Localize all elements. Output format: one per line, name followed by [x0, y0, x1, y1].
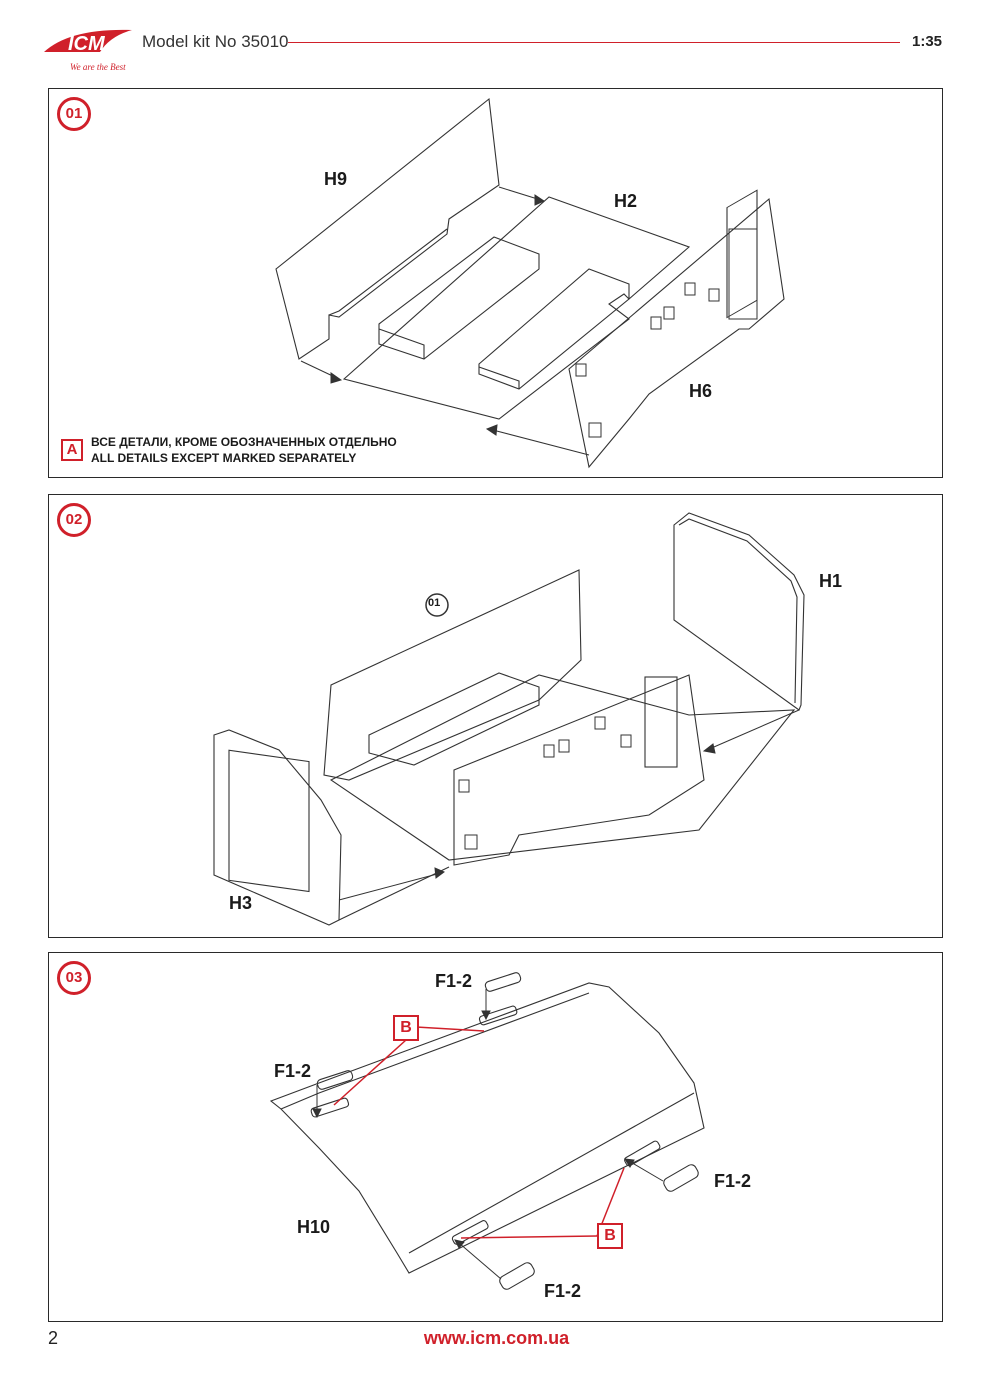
part-label-h3: H3 [229, 893, 253, 913]
subassembly-ref-01: 01 [428, 597, 441, 609]
note-marker-a: A [61, 439, 83, 461]
scale-label: 1:35 [912, 33, 943, 50]
icm-logo: ICM We are the Best [40, 22, 140, 78]
logo-tagline: We are the Best [70, 62, 126, 72]
step-number-badge: 01 [57, 97, 91, 131]
part-label-f1-2: F1-2 [714, 1171, 752, 1191]
header-divider [288, 42, 900, 43]
step-01-diagram [275, 97, 785, 469]
part-label-f1-2: F1-2 [435, 971, 473, 991]
page-number: 2 [48, 1328, 59, 1348]
page-title: Model kit No 35010 [142, 32, 289, 51]
part-label-h1: H1 [819, 571, 843, 591]
step-number-badge: 02 [57, 503, 91, 537]
step-03-diagram [269, 972, 705, 1290]
step-02-diagram [213, 512, 805, 926]
part-label-h9: H9 [324, 169, 348, 189]
step-03-panel: 03 [48, 952, 943, 1322]
note-text-en: ALL DETAILS EXCEPT MARKED SEPARATELY [91, 451, 357, 465]
part-label-h2: H2 [614, 191, 638, 211]
part-label-h10: H10 [297, 1217, 331, 1237]
marker-b: B [393, 1015, 419, 1041]
part-label-f1-2: F1-2 [274, 1061, 312, 1081]
step-number-badge: 03 [57, 961, 91, 995]
logo-text: ICM [68, 33, 106, 55]
note-text-ru: ВСЕ ДЕТАЛИ, КРОМЕ ОБОЗНАЧЕННЫХ ОТДЕЛЬНО [91, 435, 397, 449]
website-link[interactable]: www.icm.com.ua [423, 1328, 570, 1348]
part-label-f1-2: F1-2 [544, 1281, 582, 1301]
marker-b: B [597, 1223, 623, 1249]
step-02-panel: 02 [48, 494, 943, 938]
part-label-h6: H6 [689, 381, 713, 401]
step-01-panel: 01 [48, 88, 943, 478]
